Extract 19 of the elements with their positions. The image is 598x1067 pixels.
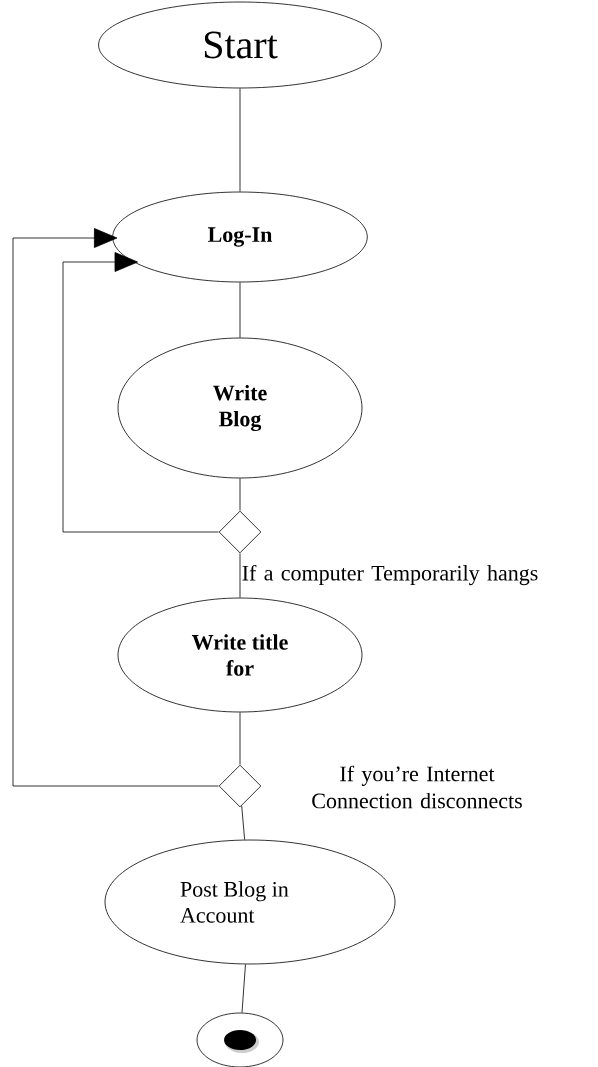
- start-oval: Start: [98, 1, 382, 89]
- activity-oval: Write title for: [117, 597, 363, 713]
- condition-text: If a computer Temporarily hangs: [242, 564, 538, 586]
- activity-oval: Post Blog in Account: [104, 839, 396, 965]
- activity-oval: Write Blog: [117, 337, 363, 479]
- connector-line: [239, 282, 241, 338]
- connector-line: [239, 553, 241, 598]
- loop-arrow: [62, 252, 219, 533]
- decision-diamond: [218, 510, 262, 554]
- end-node: [196, 1012, 284, 1067]
- connector-line: [241, 964, 246, 1014]
- connector-line: [239, 478, 241, 511]
- activity-oval: Log-In: [112, 191, 368, 283]
- condition-text: If you’re Internet Connection disconnects: [312, 765, 522, 809]
- connector-line: [239, 88, 241, 192]
- connector-line: [241, 805, 246, 841]
- decision-diamond: [218, 764, 262, 808]
- connector-line: [239, 712, 241, 765]
- loop-arrow: [12, 228, 219, 787]
